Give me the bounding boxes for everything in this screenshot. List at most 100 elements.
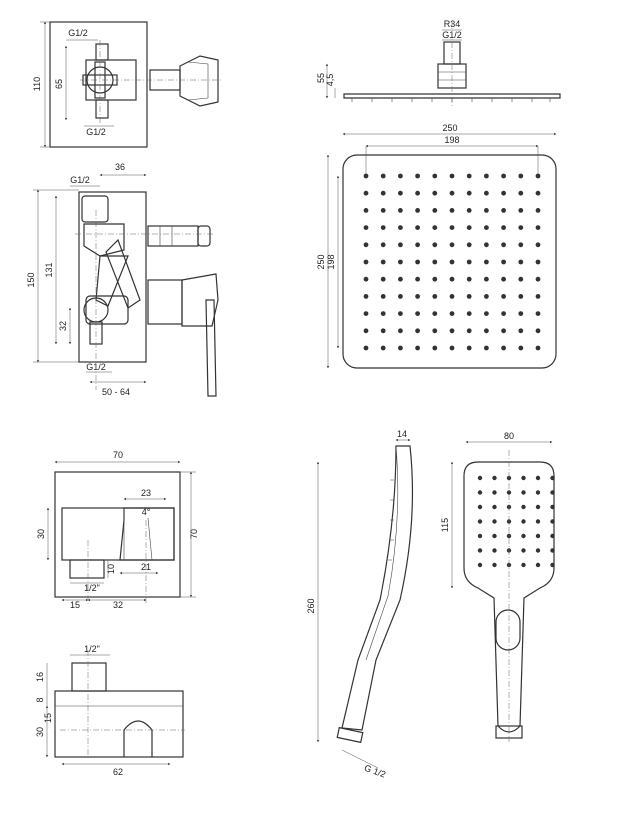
hand-nozzle-dot [506, 490, 512, 495]
valve-front-height-label: 150 [26, 272, 36, 287]
nozzle-dot [518, 311, 524, 316]
nozzle-dot [501, 208, 506, 213]
nozzle-dot [518, 328, 524, 334]
hand-side-thickness-label: 14 [397, 429, 407, 439]
outlet-front-holder-width-label: 23 [141, 488, 151, 498]
nozzle-dot [415, 294, 420, 299]
nozzle-dot [415, 173, 420, 179]
nozzle-dot [449, 208, 455, 213]
shower-head-top-view: 250 198 250 198 [316, 123, 557, 369]
hand-nozzle-dot [477, 475, 483, 481]
valve-front-view: 150 131 32 36 G1/2 G1/2 50 - 64 [26, 162, 219, 397]
nozzle-dot [415, 276, 420, 282]
nozzle-dot [501, 276, 506, 282]
nozzle-dot [518, 208, 524, 213]
nozzle-dot [484, 208, 489, 213]
hand-nozzle-dot [535, 562, 541, 568]
nozzle-dot [432, 311, 438, 316]
hand-nozzle-dot [550, 519, 555, 524]
valve-top-height-label: 110 [32, 77, 42, 91]
nozzle-dot [484, 294, 489, 299]
nozzle-dot [518, 242, 524, 248]
nozzle-dot [518, 259, 524, 265]
nozzle-dot [398, 208, 403, 213]
nozzle-dot [518, 190, 524, 196]
nozzle-dot [535, 311, 541, 316]
nozzle-dot [363, 190, 369, 196]
nozzle-dot [535, 242, 541, 248]
nozzle-dot [432, 328, 438, 334]
nozzle-dot [363, 276, 369, 282]
outlet-front-plate [54, 471, 181, 598]
valve-top-plate [49, 21, 148, 148]
outlet-front-thread-label: 1/2" [84, 583, 100, 593]
hand-nozzle-dot [550, 562, 555, 568]
nozzle-dot [449, 328, 455, 334]
valve-top-thread-bottom-label: G1/2 [86, 127, 106, 137]
hand-nozzle-dot [521, 519, 526, 524]
hand-nozzle-dot [550, 475, 555, 481]
valve-front-depth-range-label: 50 - 64 [102, 387, 130, 397]
nozzle-dot [449, 190, 455, 196]
nozzle-dot [380, 276, 386, 282]
nozzle-dot [518, 276, 524, 282]
nozzle-dot [363, 173, 369, 179]
shower-top-inner-width-label: 198 [444, 135, 459, 145]
nozzle-dot [535, 328, 541, 334]
hand-nozzle-dot [477, 562, 483, 568]
nozzle-dot [380, 242, 386, 248]
nozzle-dot [535, 173, 541, 179]
valve-front-body [95, 255, 129, 307]
outlet-side-body [54, 690, 184, 758]
hand-nozzle-dot [521, 490, 526, 495]
nozzle-dot [466, 208, 472, 213]
nozzle-dot [415, 225, 420, 231]
shower-side-height-label: 55 [316, 73, 326, 83]
hand-nozzle-dot [477, 548, 483, 553]
nozzle-dot [398, 311, 403, 316]
nozzle-dot [466, 345, 472, 351]
hand-side-body [341, 445, 414, 731]
nozzle-dot [432, 173, 438, 179]
outlet-side-holder [123, 720, 153, 757]
hand-nozzle-dot [492, 562, 497, 568]
nozzle-dot [484, 345, 489, 351]
shower-top-plate [342, 154, 557, 369]
nozzle-dot [466, 328, 472, 334]
nozzle-dot [380, 328, 386, 334]
nozzle-dot [449, 259, 455, 265]
nozzle-dot [535, 208, 541, 213]
hand-nozzle-dot [550, 504, 555, 510]
hand-nozzle-dot [535, 519, 541, 524]
nozzle-dot [449, 225, 455, 231]
nozzle-dot [415, 345, 420, 351]
hand-front-head-height-label: 115 [440, 518, 450, 532]
shower-top-height-label: 250 [316, 254, 326, 269]
valve-front-plate [78, 191, 147, 363]
wall-outlet-front-view: 70 70 23 4° 30 10 21 1/2" 15 32 [36, 450, 199, 610]
outlet-front-offset15-label: 15 [70, 600, 80, 610]
hand-nozzle-dot [477, 533, 483, 539]
hand-nozzle-dot [492, 475, 497, 481]
nozzle-dot [466, 225, 472, 231]
nozzle-dot [363, 225, 369, 231]
hand-nozzle-dot [535, 490, 541, 495]
nozzle-dot [398, 173, 403, 179]
nozzle-dot [484, 328, 489, 334]
nozzle-dot [449, 345, 455, 351]
nozzle-dot [380, 190, 386, 196]
nozzle-dot [363, 294, 369, 299]
nozzle-dot [518, 173, 524, 179]
nozzle-dot [380, 259, 386, 265]
valve-front-bottom-offset-label: 32 [58, 321, 68, 331]
hand-nozzle-dot [535, 548, 541, 553]
hand-side-length-label: 260 [306, 598, 316, 613]
nozzle-dot [363, 208, 369, 213]
nozzle-dot [398, 328, 403, 334]
hand-nozzle-dot [535, 533, 541, 539]
nozzle-dot [449, 294, 455, 299]
nozzle-dot [501, 328, 506, 334]
nozzle-dot [501, 225, 506, 231]
nozzle-dot [484, 225, 489, 231]
